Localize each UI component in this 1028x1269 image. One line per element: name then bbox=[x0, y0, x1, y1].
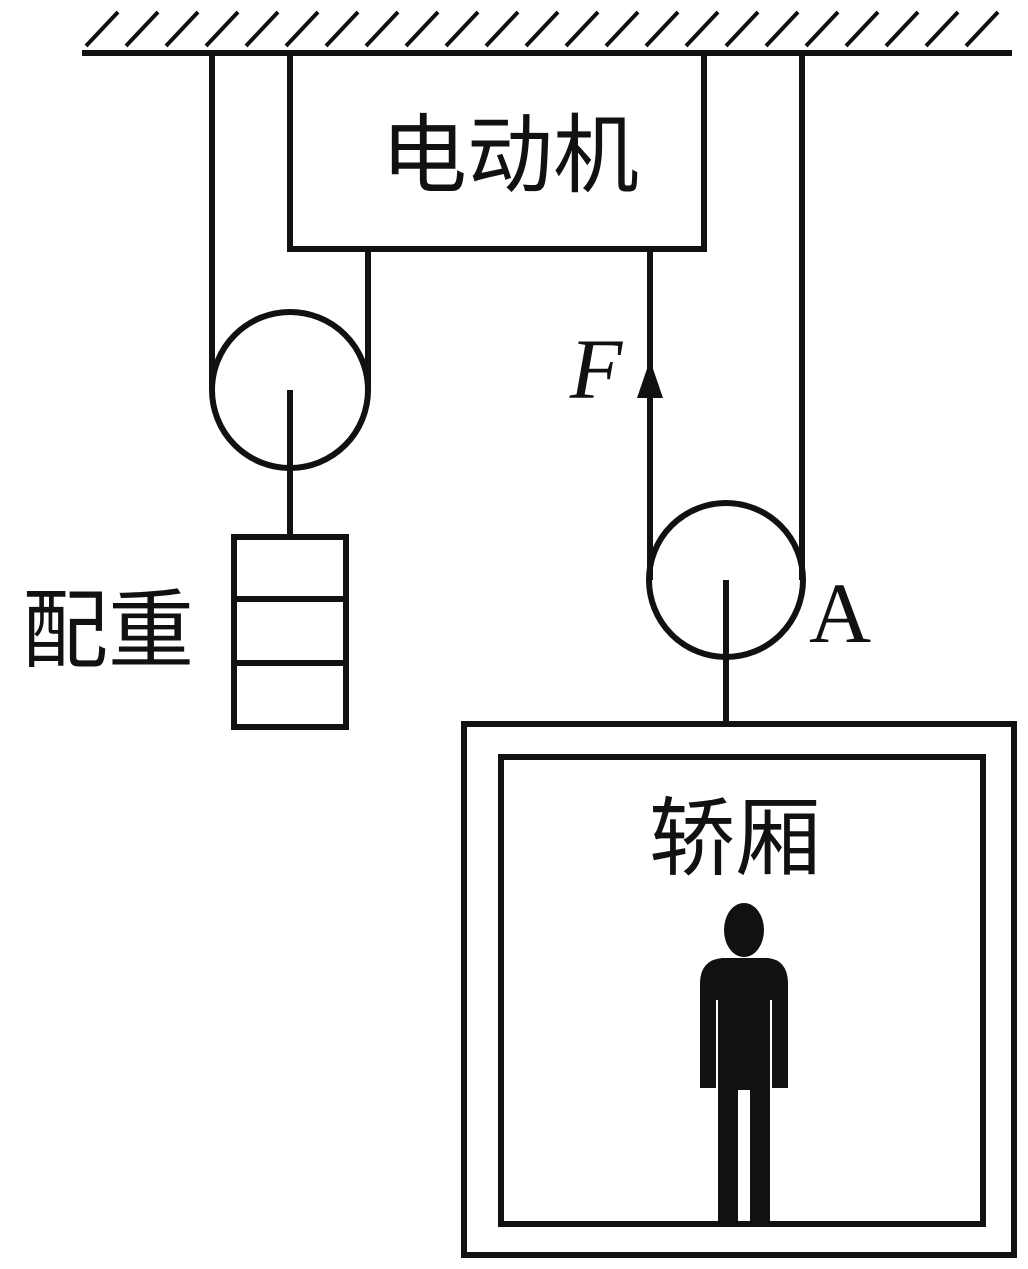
motor: 电动机 bbox=[287, 50, 707, 252]
car-label: 轿厢 bbox=[649, 789, 821, 889]
counterweight-rope-system bbox=[209, 53, 371, 537]
car-rope-system: F A bbox=[569, 53, 871, 724]
force-label: F bbox=[569, 321, 624, 417]
car-outer-frame bbox=[461, 721, 1017, 1258]
motor-box bbox=[287, 50, 707, 252]
ceiling-hatching bbox=[84, 10, 1000, 48]
point-a-label: A bbox=[809, 565, 871, 661]
elevator-car: 轿厢 bbox=[461, 721, 1017, 1258]
car-inner-frame bbox=[498, 754, 986, 1227]
motor-label: 电动机 bbox=[381, 106, 639, 206]
counterweight-block bbox=[231, 534, 349, 730]
person-silhouette-icon bbox=[700, 903, 788, 1222]
arrow-up-icon bbox=[637, 360, 663, 398]
counterweight-label: 配重 bbox=[22, 581, 194, 681]
ceiling bbox=[82, 10, 1012, 56]
counterweight: 配重 bbox=[22, 534, 349, 730]
